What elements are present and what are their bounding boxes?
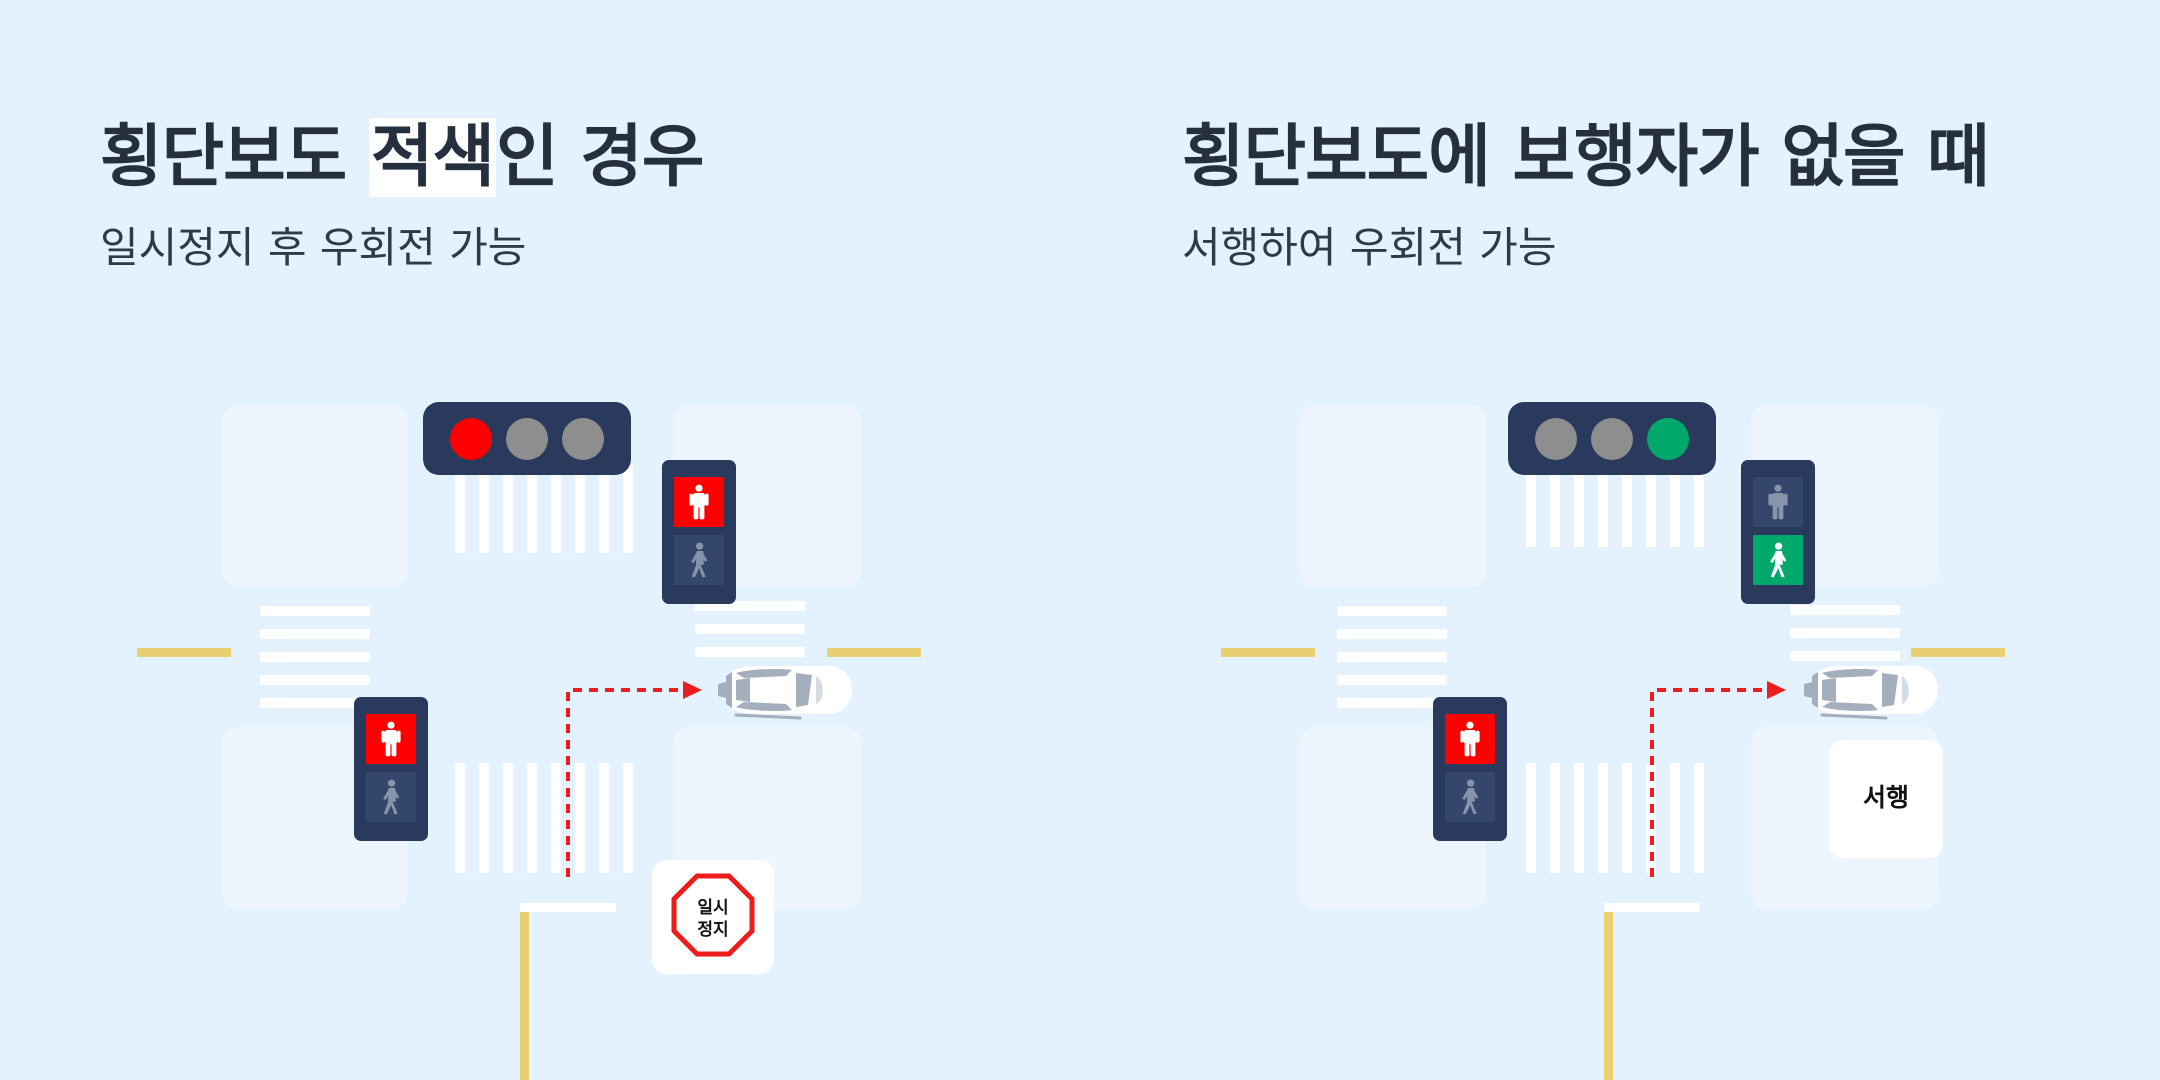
slow-sign-label: 서행 (1863, 783, 1909, 812)
right-panel-title: 횡단보도에 보행자가 없을 때 (1182, 118, 1990, 197)
left-vehicle-light-2 (506, 418, 548, 460)
right-vehicle-light-2 (1591, 418, 1633, 460)
right-intersection-scene: 서행 (1221, 402, 2005, 1080)
right-crosswalk-left (1337, 606, 1447, 708)
right-pedestrian-signal-top (1741, 460, 1815, 604)
right-panel-header: 횡단보도에 보행자가 없을 때 서행하여 우회전 가능 (1182, 118, 1990, 278)
left-title-part-2: 인 경우 (496, 118, 704, 197)
left-car-icon (716, 664, 854, 720)
left-stop-sign: 일시 정지 (652, 860, 774, 974)
left-intersection-scene: 일시 정지 (137, 402, 921, 1080)
left-panel-header: 횡단보도 적색인 경우 일시정지 후 우회전 가능 (100, 118, 704, 278)
right-car-icon (1802, 664, 1940, 720)
stop-sign-line-1: 일시 (697, 898, 728, 918)
left-crosswalk-left (260, 606, 370, 708)
right-turn-path-arrow (1650, 681, 1786, 877)
right-block-top-left (1300, 405, 1486, 587)
left-crosswalk-bottom (455, 763, 633, 873)
right-crosswalk-top (1526, 465, 1704, 547)
right-vehicle-light-1 (1535, 418, 1577, 460)
right-crosswalk-bottom (1526, 763, 1704, 873)
left-pedestrian-signal-top (662, 460, 736, 604)
right-slow-sign: 서행 (1829, 740, 1943, 858)
left-stop-line (520, 903, 616, 912)
right-stop-line (1604, 903, 1700, 912)
left-panel-title: 횡단보도 적색인 경우 (100, 118, 704, 198)
left-vehicle-signal (423, 402, 631, 475)
right-panel-subtitle: 서행하여 우회전 가능 (1182, 223, 1557, 272)
right-pedestrian-signal-left (1433, 697, 1507, 841)
right-vehicle-light-3 (1647, 418, 1689, 460)
right-lane-lines (1221, 648, 2005, 1080)
left-block-top-left (222, 405, 408, 587)
left-vehicle-light-3 (562, 418, 604, 460)
left-turn-path-arrow (566, 681, 702, 877)
slow-sign-icon (1829, 740, 1943, 858)
left-title-highlight: 적색 (368, 118, 497, 197)
left-crosswalk-right (695, 601, 805, 657)
left-title-part-1: 횡단보도 (100, 118, 369, 197)
right-crosswalk-right (1790, 605, 1900, 661)
left-lane-lines (137, 648, 921, 1080)
left-vehicle-light-1 (450, 418, 492, 460)
left-pedestrian-signal-left (354, 697, 428, 841)
stop-sign-line-2: 정지 (697, 920, 728, 940)
stop-octagon-icon (671, 873, 755, 957)
left-crosswalk-top (455, 465, 633, 553)
left-panel-subtitle: 일시정지 후 우회전 가능 (100, 223, 527, 272)
right-vehicle-signal (1508, 402, 1716, 475)
